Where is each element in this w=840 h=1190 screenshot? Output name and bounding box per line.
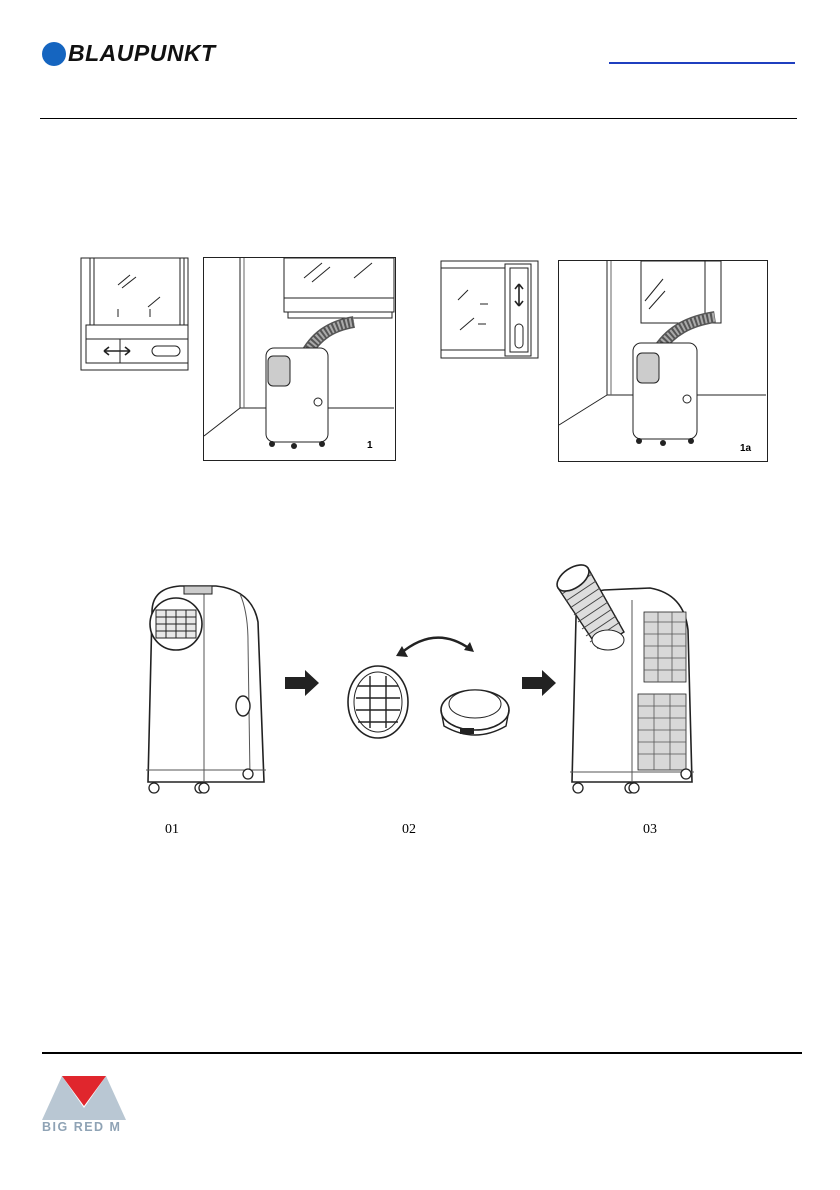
- big-red-m-logo: [42, 1072, 126, 1120]
- footer-divider: [42, 1052, 802, 1054]
- unit-with-hose: [548, 560, 708, 800]
- room-scene-1: [204, 258, 394, 458]
- big-red-m-text: BIG RED M: [42, 1120, 121, 1134]
- brand-logo: BLAUPUNKT: [68, 40, 216, 67]
- window-detail-vertical: [440, 260, 540, 360]
- unit-without-hose: [140, 582, 275, 797]
- step-arrow-1-icon: [285, 670, 321, 696]
- window-install-figure: 1: [0, 250, 840, 465]
- step-label-03: 03: [643, 822, 657, 838]
- header: BLAUPUNKT: [0, 0, 840, 120]
- figure-label-1a: 1a: [740, 443, 751, 454]
- step-label-02: 02: [402, 822, 416, 838]
- room-scene-1a: [559, 261, 766, 459]
- footer: BIG RED M: [40, 1072, 140, 1142]
- window-detail-horizontal: [80, 257, 190, 372]
- vent-cover-and-adapter: [340, 624, 520, 754]
- header-link[interactable]: [609, 62, 795, 64]
- header-divider: [40, 118, 797, 119]
- room-illustration-1a: 1a: [558, 260, 768, 462]
- hose-connection-figure: 01 02 03: [0, 560, 840, 850]
- brand-logo-dot: [42, 42, 66, 66]
- figure-label-1: 1: [367, 440, 373, 451]
- room-illustration-1: 1: [203, 257, 396, 461]
- step-label-01: 01: [165, 822, 179, 838]
